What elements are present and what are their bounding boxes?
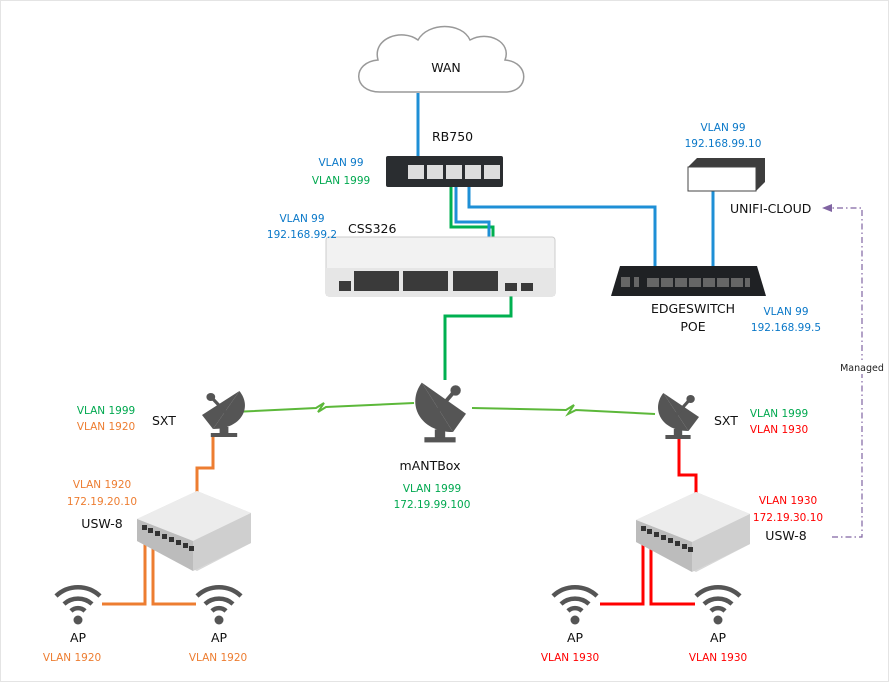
mantbox-ip: 172.19.99.100 bbox=[394, 499, 471, 511]
left-switch-label: USW-8 bbox=[81, 516, 122, 531]
left-ap1-vlan: VLAN 1920 bbox=[43, 652, 101, 664]
satellite-dish-icon bbox=[413, 380, 468, 445]
unifi-cloud-label: UNIFI-CLOUD bbox=[730, 201, 811, 216]
rb750-label: RB750 bbox=[432, 129, 473, 144]
left-ap1-label: AP bbox=[70, 630, 87, 645]
mantbox-label: mANTBox bbox=[400, 458, 461, 473]
right-ap2-label: AP bbox=[710, 630, 727, 645]
right-switch-vlan: VLAN 1930 bbox=[759, 495, 817, 507]
arrow-icon bbox=[822, 204, 832, 212]
rb750-edgeswitch-link bbox=[467, 176, 657, 282]
rb750-vlan-99: VLAN 99 bbox=[318, 157, 363, 169]
left-switch-ip: 172.19.20.10 bbox=[67, 496, 137, 508]
unifi-cloud-device bbox=[687, 158, 765, 192]
wifi-icon bbox=[553, 587, 597, 624]
usw-ap2-left-link bbox=[151, 535, 196, 606]
managed-link: Managed bbox=[822, 204, 886, 538]
right-switch-ip: 172.19.30.10 bbox=[753, 512, 823, 524]
edgeswitch-ip: 192.168.99.5 bbox=[751, 322, 821, 334]
right-ap1-label: AP bbox=[567, 630, 584, 645]
cloud-icon bbox=[358, 25, 525, 93]
edgeswitch-poe bbox=[611, 266, 766, 296]
rb750-router bbox=[386, 156, 503, 187]
usw-ap1-right-link bbox=[600, 535, 645, 606]
css326-switch bbox=[325, 236, 556, 297]
wan-label: WAN bbox=[431, 60, 461, 75]
css326-vlan: VLAN 99 bbox=[279, 213, 324, 225]
right-sxt-vlan-1999: VLAN 1999 bbox=[750, 408, 808, 420]
wireless-link-left bbox=[232, 402, 415, 413]
right-switch-label: USW-8 bbox=[765, 528, 806, 543]
right-usw8-switch bbox=[636, 492, 750, 572]
left-switch-vlan: VLAN 1920 bbox=[73, 479, 131, 491]
edgeswitch-vlan: VLAN 99 bbox=[763, 306, 808, 318]
wireless-link-right bbox=[471, 404, 656, 417]
right-sxt-vlan-1930: VLAN 1930 bbox=[750, 424, 808, 436]
mantbox-vlan: VLAN 1999 bbox=[403, 483, 461, 495]
usw-ap1-left-link bbox=[102, 535, 147, 606]
edgeswitch-label-line1: EDGESWITCH bbox=[651, 301, 735, 316]
wifi-icon bbox=[56, 587, 100, 624]
wireless-links bbox=[232, 402, 656, 417]
managed-label: Managed bbox=[840, 363, 884, 374]
right-ap1-vlan: VLAN 1930 bbox=[541, 652, 599, 664]
css326-label: CSS326 bbox=[348, 221, 397, 236]
wifi-icon bbox=[696, 587, 740, 624]
unifi-cloud-ip: 192.168.99.10 bbox=[685, 138, 762, 150]
left-ap2-vlan: VLAN 1920 bbox=[189, 652, 247, 664]
right-sxt-label: SXT bbox=[714, 413, 738, 428]
left-ap2-label: AP bbox=[211, 630, 228, 645]
rb750-vlan-1999: VLAN 1999 bbox=[312, 175, 370, 187]
satellite-dish-icon bbox=[656, 391, 701, 441]
css326-ip: 192.168.99.2 bbox=[267, 229, 337, 241]
unifi-cloud-vlan: VLAN 99 bbox=[700, 122, 745, 134]
edgeswitch-label-line2: POE bbox=[680, 319, 705, 334]
left-sxt-vlan-1999: VLAN 1999 bbox=[77, 405, 135, 417]
left-sxt-label: SXT bbox=[152, 413, 176, 428]
left-sxt-vlan-1920: VLAN 1920 bbox=[77, 421, 135, 433]
usw-ap2-right-link bbox=[649, 535, 695, 606]
wifi-icon bbox=[197, 587, 241, 624]
satellite-dish-icon bbox=[200, 389, 247, 439]
right-ap2-vlan: VLAN 1930 bbox=[689, 652, 747, 664]
css326-mantbox-link bbox=[443, 285, 513, 380]
